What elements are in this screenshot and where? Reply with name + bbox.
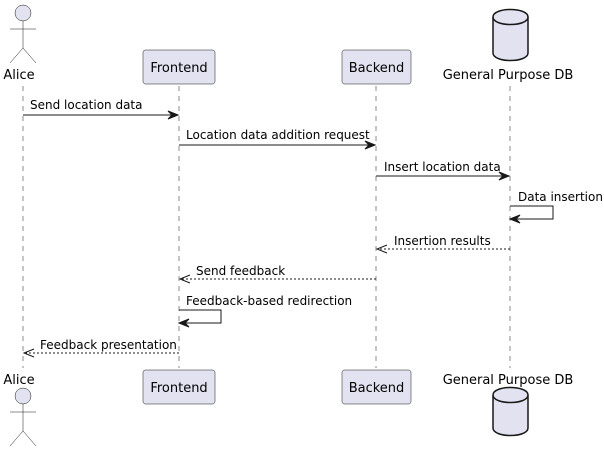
database-db-top: General Purpose DB [443, 8, 574, 83]
message-label: Send location data [30, 98, 143, 112]
message-label: Send feedback [196, 264, 285, 278]
message-1: Send location data [23, 98, 180, 120]
message-3: Insert location data [376, 160, 511, 181]
participant-label: Backend [349, 381, 405, 396]
arrow-head-icon [22, 348, 35, 358]
arrow-head-icon [177, 318, 190, 328]
message-5: Insertion results [375, 234, 510, 254]
participant-backend-bottom: Backend [341, 369, 412, 405]
participant-frontend-bottom: Frontend [142, 369, 216, 405]
participant-label: Frontend [150, 381, 207, 396]
message-label: Insertion results [394, 234, 491, 248]
database-db-bottom: General Purpose DB [443, 373, 574, 437]
actor-label: Alice [3, 68, 34, 83]
actor-icon [9, 387, 37, 447]
arrow-head-icon [178, 274, 191, 284]
participant-backend-top: Backend [341, 49, 412, 85]
actor-alice-bottom: Alice [3, 373, 37, 447]
database-label: General Purpose DB [443, 68, 574, 83]
arrow-head-icon [498, 171, 511, 181]
participant-label: Frontend [150, 61, 207, 76]
message-6: Send feedback [178, 264, 376, 284]
actor-label: Alice [3, 373, 34, 388]
database-label: General Purpose DB [443, 373, 574, 388]
message-2: Location data addition request [179, 128, 377, 150]
participant-frontend-top: Frontend [142, 49, 216, 85]
arrow-head-icon [364, 140, 377, 150]
participant-box [142, 49, 216, 85]
message-7-self: Feedback-based redirection [177, 294, 352, 328]
database-icon [492, 8, 529, 62]
message-label: Data insertion [518, 190, 603, 204]
arrow-head-icon [167, 110, 180, 120]
arrow-head-icon [375, 244, 388, 254]
message-label: Feedback-based redirection [186, 294, 352, 308]
arrow-head-icon [508, 214, 521, 224]
actor-alice-top: Alice [3, 4, 37, 83]
message-8: Feedback presentation [22, 338, 179, 358]
message-label: Location data addition request [186, 128, 370, 142]
participant-box [142, 369, 216, 405]
participant-box [341, 369, 412, 405]
database-icon [492, 386, 529, 437]
participant-box [341, 49, 412, 85]
message-4-self: Data insertion [508, 190, 603, 224]
message-label: Insert location data [384, 160, 501, 174]
participant-label: Backend [349, 61, 405, 76]
actor-icon [9, 4, 37, 64]
message-label: Feedback presentation [40, 338, 177, 352]
